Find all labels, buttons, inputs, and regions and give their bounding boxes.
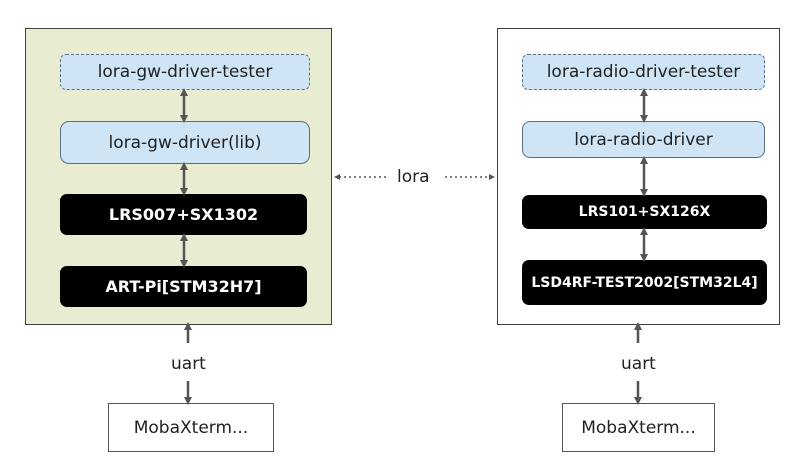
- lrs007-sx1302-node: LRS007+SX1302: [60, 194, 307, 235]
- lrs101-sx126x-node: LRS101+SX126X: [522, 195, 767, 229]
- right-uart-label: uart: [621, 354, 656, 374]
- lora-radio-driver-tester-node: lora-radio-driver-tester: [522, 54, 765, 90]
- lora-link-label: lora: [397, 167, 430, 187]
- left-mobaxterm-box: MobaXterm...: [108, 403, 274, 452]
- right-mobaxterm-box: MobaXterm...: [562, 403, 715, 452]
- art-pi-board-node: ART-Pi[STM32H7]: [60, 266, 307, 307]
- lsd4rf-board-node: LSD4RF-TEST2002[STM32L4]: [522, 260, 767, 305]
- lora-radio-driver-node: lora-radio-driver: [522, 121, 765, 158]
- lora-gw-driver-tester-node: lora-gw-driver-tester: [60, 54, 310, 90]
- left-uart-label: uart: [171, 354, 206, 374]
